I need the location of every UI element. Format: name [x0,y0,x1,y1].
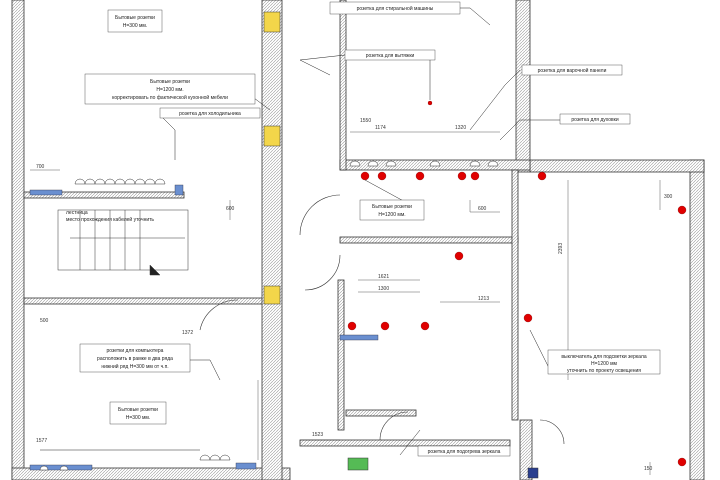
annotation-line: лестница [66,210,88,216]
staircase [57,209,189,276]
annotation-line: расположить в рамке в два ряда [97,356,173,362]
annotation-line: Н=1200 мм [591,361,617,367]
outlet-icon [454,251,464,261]
annotation-household-sockets-bottom: Бытовые розетки Н=300 мм. [109,401,167,425]
dim-label: 1550 [360,118,371,124]
dim-label: 1523 [312,432,323,438]
outlet-icon [457,171,467,181]
annotation-line: розетка для холодильника [179,111,241,117]
dim-label: 1320 [455,125,466,131]
outlet-icon [523,313,533,323]
outlet-icon [347,321,357,331]
dimension-texts: 700 1174 1320 1550 600 1621 1300 1213 23… [36,118,673,472]
annotation-line: место прохождения кабелей уточнить [66,216,154,223]
annotation-bath-sockets: Бытовые розетки Н=1200 мм. [359,199,425,221]
annotation-line: нижний ряд Н=300 мм от ч.п. [101,363,168,370]
dim-label: 300 [664,194,673,200]
dim-label: 1213 [478,296,489,302]
annotation-line: корректировать по фактической кухонной м… [112,94,228,101]
annotation-line: выключатель для подсветки зеркала [561,354,646,360]
annotation-mirror: розетка для подогрева зеркала [417,445,511,457]
outlet-icon [470,171,480,181]
outlet-icon [537,171,547,181]
outlet-icon [360,171,370,181]
annotation-line: розетки для компьютера [107,348,164,354]
dim-label: 600 [478,206,487,212]
annotation-line: розетка для стиральной машины [357,5,434,12]
outlet-icon [677,205,687,215]
annotation-line: розетка для вытяжки [366,53,415,59]
outlets-outline [39,160,499,471]
annotation-hood: розетка для вытяжки [344,49,436,61]
annotation-line: Бытовые розетки [115,15,155,21]
outlet-icon [377,171,387,181]
dim-label: 1174 [375,125,386,131]
outlet-icon [415,171,425,181]
annotation-line: Бытовые розетки [372,204,412,210]
dim-label: 1577 [36,438,47,444]
annotation-household-sockets-top: Бытовые розетки Н=300 мм. [107,9,163,33]
columns [263,11,281,305]
annotation-oven: розетка для духовки [559,113,631,125]
annotation-line: Бытовые розетки [150,79,190,85]
annotation-computer: розетки для компьютера расположить в рам… [79,343,191,373]
dim-label: 600 [226,206,235,212]
annotation-cooktop: розетка для варочной панели [521,64,623,76]
outlet-icon [677,457,687,467]
annotation-line: розетка для варочной панели [538,67,607,74]
walls [11,0,705,480]
annotation-line: Бытовые розетки [118,407,158,413]
annotation-washer: розетка для стиральной машины [329,1,461,15]
dim-label: 500 [40,318,49,324]
outlet-icon [427,100,433,106]
outlet-icon [420,321,430,331]
plumbing [347,457,539,479]
annotation-stair: лестница место прохождения кабелей уточн… [66,210,154,223]
annotation-line: Н=300 мм. [123,23,148,29]
dim-label: 150 [644,466,653,472]
annotation-line: Н=300 мм. [126,415,151,421]
dim-label: 1621 [378,274,389,280]
door-swings [199,194,565,445]
outlet-icon [380,321,390,331]
annotations: Бытовые розетки Н=300 мм. Бытовые розетк… [66,1,661,457]
windows [29,184,379,471]
annotation-line: розетка для духовки [571,117,619,123]
dim-label: 1300 [378,286,389,292]
dim-label: 700 [36,164,45,170]
annotation-line: розетка для подогрева зеркала [428,449,501,455]
annotation-lamp: выключатель для подсветки зеркала Н=1200… [547,349,661,375]
outlets-red [347,100,687,467]
annotation-kitchen-sockets: Бытовые розетки Н=1200 мм. корректироват… [84,73,256,105]
dim-label: 2393 [558,243,564,254]
annotation-line: Н=1200 мм. [378,212,405,218]
dimension-lines [30,131,661,475]
annotation-line: уточнить по проекту освещения [567,368,641,374]
annotation-line: Н=1200 мм. [156,87,183,93]
annotation-fridge: розетка для холодильника [159,107,261,119]
dim-label: 1372 [182,330,193,336]
